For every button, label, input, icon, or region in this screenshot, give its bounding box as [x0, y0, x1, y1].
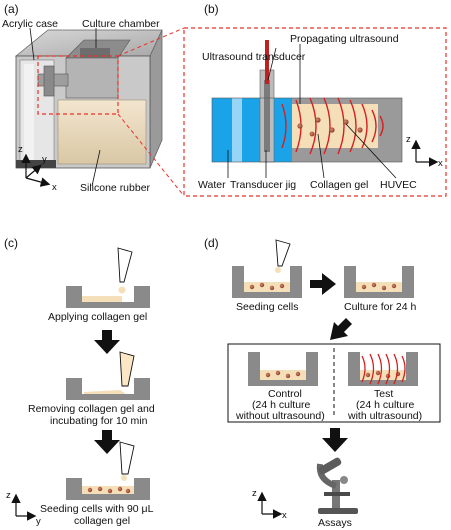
- axes-zy-c: z y: [6, 490, 41, 527]
- text-assays: Assays: [318, 517, 352, 529]
- dish-test: [348, 352, 418, 386]
- dish-step2: [66, 351, 150, 400]
- axis-y-a: y: [42, 154, 47, 165]
- label-silicone-rubber: Silicone rubber: [80, 182, 151, 194]
- label-acrylic-case: Acrylic case: [2, 18, 58, 30]
- collagen-gel: [292, 104, 378, 148]
- panel-b: (b): [183, 2, 447, 197]
- dish-control: [248, 352, 318, 386]
- panel-a-letter: (a): [4, 2, 19, 16]
- dish-step3: [66, 441, 150, 500]
- text-control-line3: without ultrasound): [235, 410, 325, 422]
- dish-step1: [66, 247, 150, 308]
- axes-zx-b: z x: [406, 134, 443, 169]
- axes-zyx-a: z y x: [18, 144, 57, 193]
- transducer-cable: [265, 40, 269, 84]
- axis-z-c: z: [6, 490, 11, 501]
- ultrasound-waves: [361, 353, 406, 385]
- text-step1: Applying collagen gel: [48, 311, 147, 323]
- label-propagating-ultrasound: Propagating ultrasound: [290, 33, 399, 45]
- axis-x-d: x: [282, 510, 287, 521]
- selection-box: [37, 55, 119, 115]
- text-seeding: Seeding cells: [236, 301, 298, 313]
- text-step3-line2: collagen gel: [74, 515, 130, 527]
- panel-c: (c) Applying collagen gel Removing colla…: [4, 236, 155, 527]
- text-step2-line1: Removing collagen gel and: [28, 403, 155, 415]
- text-control-line2: (24 h culture: [252, 399, 311, 411]
- arrow-down-icon: [322, 428, 348, 452]
- arrow-down-icon: [94, 430, 120, 454]
- panel-d-letter: (d): [204, 236, 219, 250]
- pipette-icon: [275, 239, 291, 267]
- axes-zx-d: z x: [252, 488, 287, 521]
- dish-seeding: [232, 239, 302, 298]
- arrow-right-icon: [310, 273, 336, 295]
- huvec-cells: [297, 117, 363, 137]
- panel-c-letter: (c): [4, 236, 18, 250]
- label-water: Water: [198, 179, 226, 191]
- text-control-line1: Control: [268, 388, 302, 400]
- label-culture-chamber: Culture chamber: [82, 18, 160, 30]
- axis-x-b: x: [438, 158, 443, 169]
- label-transducer-jig: Transducer jig: [230, 179, 296, 191]
- label-huvec: HUVEC: [380, 179, 417, 191]
- microscope-icon: [316, 457, 358, 514]
- arrow-diagonal-icon: [330, 318, 352, 340]
- dish-culture: [344, 266, 414, 298]
- axis-x-a: x: [52, 182, 57, 193]
- text-step2-line2: incubating for 10 min: [50, 415, 148, 427]
- pipette-icon: [117, 247, 133, 283]
- panel-d: (d) Seeding cells Cu: [204, 236, 441, 529]
- text-culture: Culture for 24 h: [344, 301, 417, 313]
- axis-z-d: z: [252, 488, 257, 499]
- text-test-line1: Test: [374, 388, 393, 400]
- label-collagen-gel: Collagen gel: [310, 179, 368, 191]
- axis-z-a: z: [18, 144, 23, 155]
- pipette-icon: [119, 351, 135, 387]
- text-test-line3: with ultrasound): [347, 410, 422, 422]
- arrow-down-icon: [94, 330, 120, 354]
- text-test-line2: (24 h culture: [356, 399, 415, 411]
- text-step3-line1: Seeding cells with 90 μL: [40, 503, 154, 515]
- zoom-frame: [183, 27, 447, 197]
- panel-b-letter: (b): [204, 2, 219, 16]
- axis-z-b: z: [406, 134, 411, 145]
- acrylic-case-illustration: [14, 29, 163, 169]
- label-ultrasound-transducer: Ultrasound transducer: [202, 51, 306, 63]
- panel-a: (a) Acrylic case: [2, 2, 185, 197]
- pipette-icon: [119, 441, 135, 475]
- axis-y-c: y: [36, 516, 41, 527]
